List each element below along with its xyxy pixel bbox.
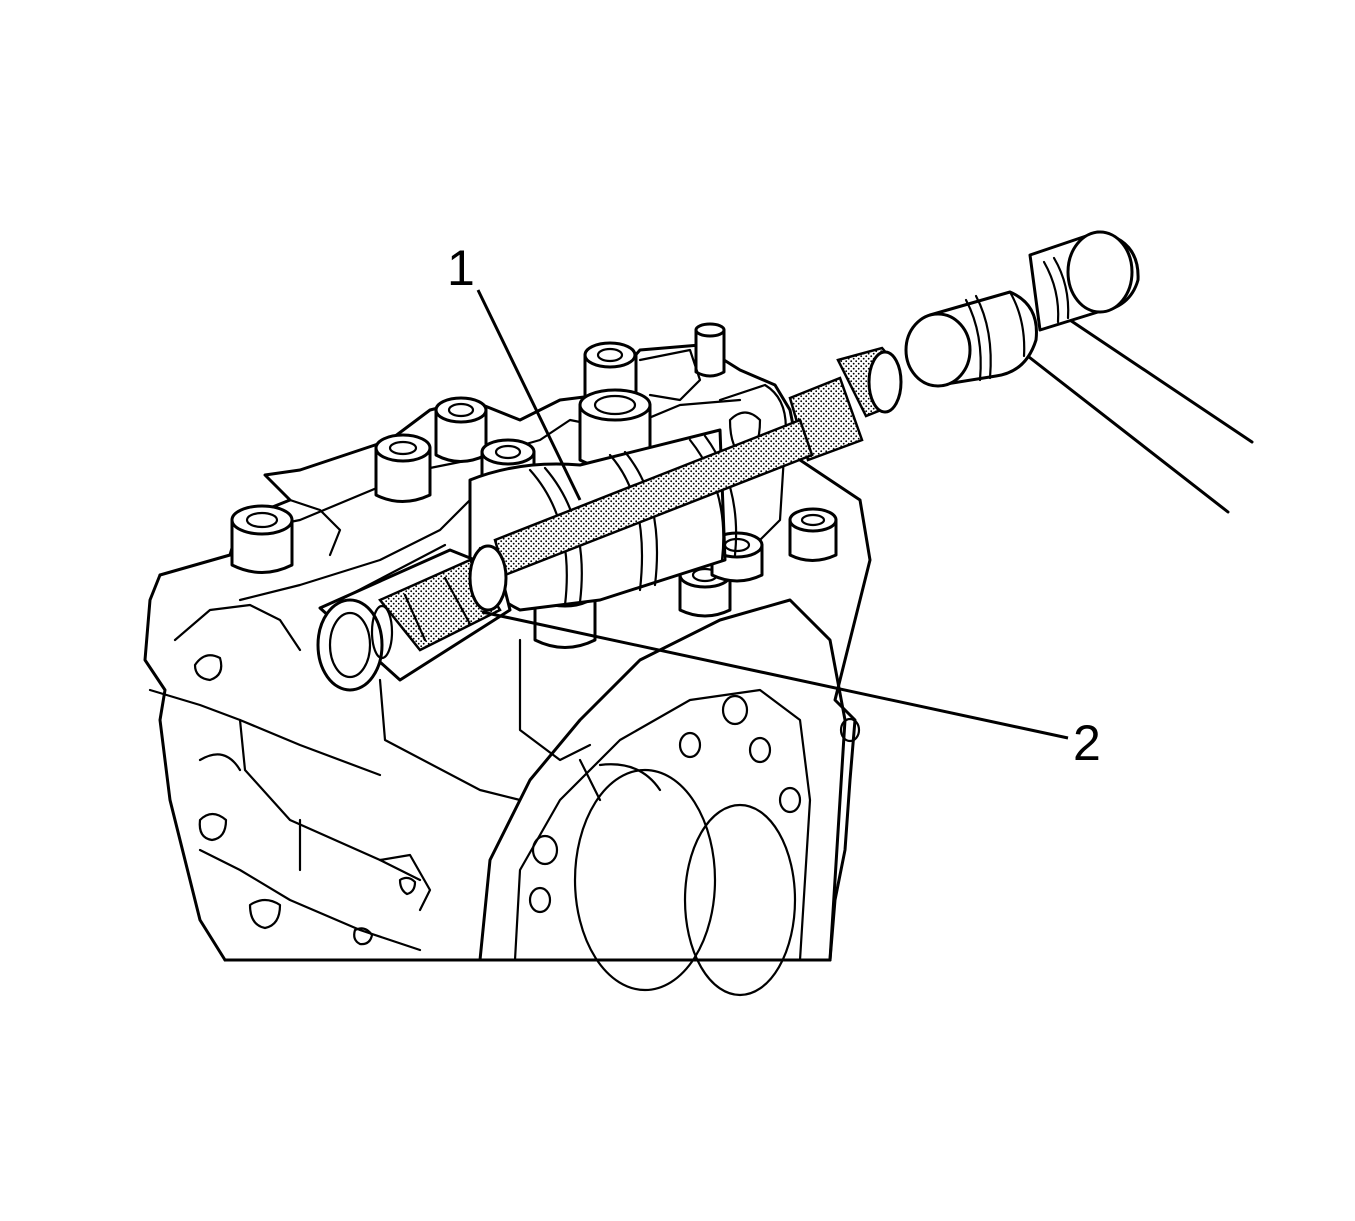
bolt-boss-icon xyxy=(788,507,838,562)
callout-label-2: 2 xyxy=(1073,715,1101,771)
callout-label-1: 1 xyxy=(447,240,475,296)
slide-hammer-icon xyxy=(904,230,1254,514)
callout-1: 1 xyxy=(447,240,582,501)
breather-pipe-icon xyxy=(694,322,726,378)
transmission-case-icon xyxy=(143,322,872,997)
leader-line-2 xyxy=(481,610,1069,740)
bolt-boss-icon xyxy=(230,504,294,574)
bolt-boss-icon xyxy=(434,396,488,463)
bolt-boss-icon xyxy=(374,433,432,503)
leader-line-1 xyxy=(476,289,582,501)
callout-2: 2 xyxy=(481,610,1101,771)
